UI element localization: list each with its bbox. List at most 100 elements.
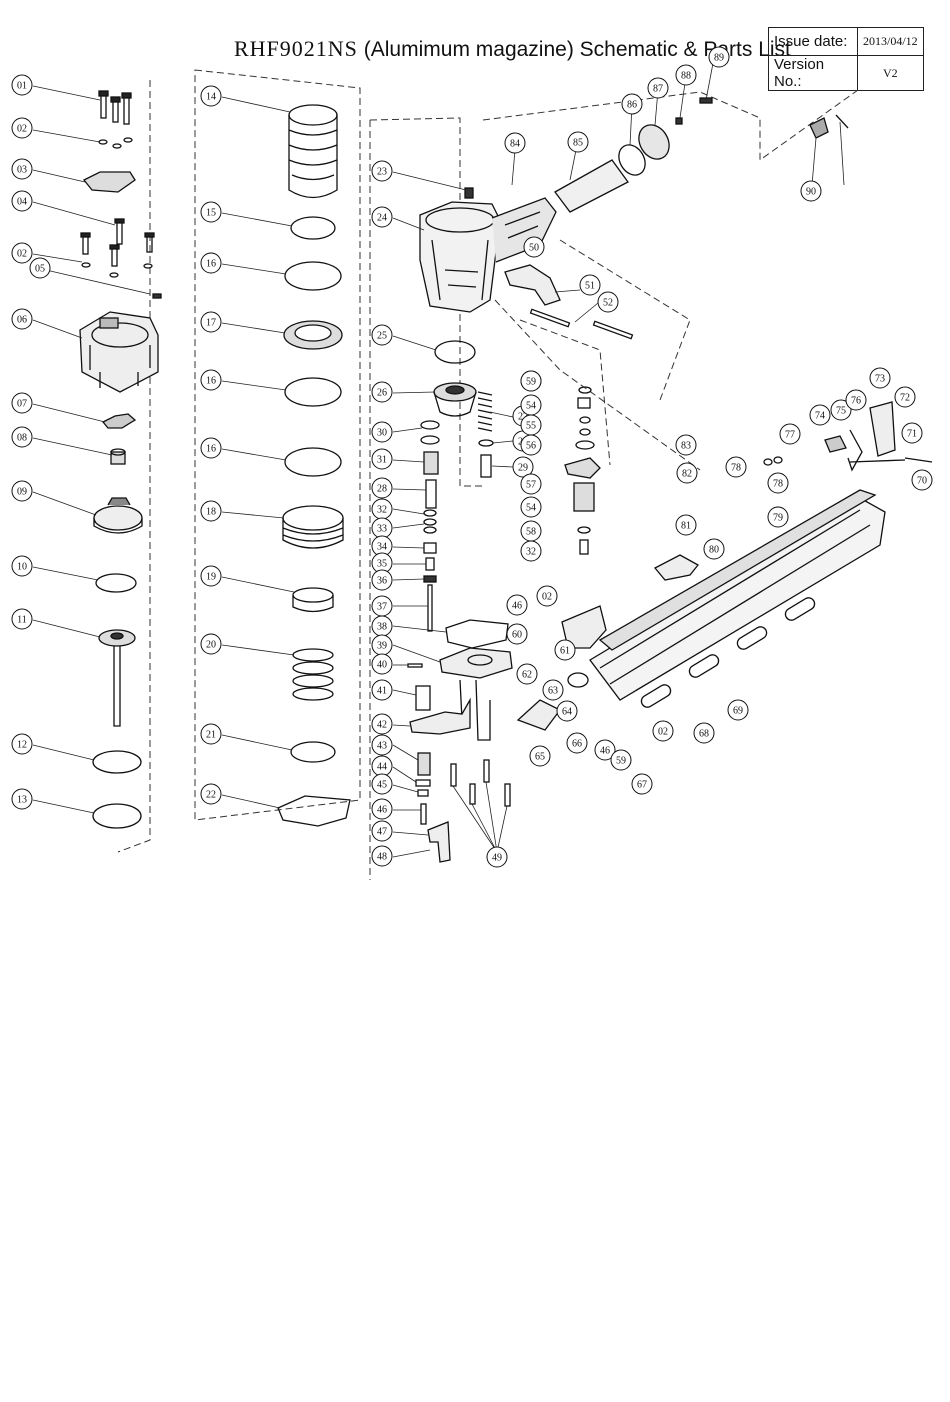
callout-circle [506,594,528,616]
callout-number: 90 [806,187,816,198]
callout-circle [200,500,222,522]
callout-number: 16 [206,259,216,270]
callout-circle [901,422,923,444]
callout-circle [486,846,508,868]
callout-62: 62 [516,663,538,685]
handle-grip-84 [554,159,629,213]
screws-49 [450,759,511,807]
callout-54: 54 [520,394,542,416]
callout-circle [371,713,393,735]
callout-circle [536,585,558,607]
callout-circle [200,633,222,655]
callout-circle [200,311,222,333]
screw-23 [464,187,474,199]
callout-circle [371,160,393,182]
callout-number: 14 [206,92,216,103]
follower-parts-73-77 [763,429,933,472]
callout-85: 85 [567,131,589,153]
callout-07: 07 [11,392,33,414]
callout-21: 21 [200,723,222,745]
callout-57: 57 [520,473,542,495]
seal-36 [423,575,437,583]
callout-circle [523,236,545,258]
callout-03: 03 [11,158,33,180]
callout-number: 75 [836,406,846,417]
callout-circle [621,93,643,115]
callout-circle [894,386,916,408]
callout-42: 42 [371,713,393,735]
column-2-parts [277,104,351,827]
callout-56: 56 [520,434,542,456]
parts-44-47 [415,779,431,825]
o-ring-10 [95,573,137,593]
callout-number: 02 [17,249,27,260]
callout-number: 23 [377,167,387,178]
callout-number: 70 [917,476,927,487]
issue-info-table: Issue date: 2013/04/12 Version No.: V2 [768,27,924,91]
callout-83: 83 [675,434,697,456]
callout-circle [845,389,867,411]
callout-16: 16 [200,369,222,391]
callout-circle [11,733,33,755]
rear-bracket-71 [869,401,896,457]
callout-number: 51 [585,281,595,292]
o-ring-12 [92,750,142,774]
callout-circle [676,462,698,484]
spring-34 [423,542,437,554]
callout-15: 15 [200,201,222,223]
page-title: RHF9021NS (Alumimum magazine) Schematic … [234,36,791,62]
callout-circle [371,798,393,820]
piston-stop-26 [433,382,477,417]
valve-31 [423,451,439,475]
callout-circle [11,555,33,577]
callout-28: 28 [371,477,393,499]
callout-35: 35 [371,552,393,574]
callout-circle [371,845,393,867]
callout-number: 73 [875,374,885,385]
callout-66: 66 [566,732,588,754]
callout-circle [200,252,222,274]
housing-parts [407,187,557,863]
callout-49: 49 [486,846,508,868]
callout-32: 32 [520,540,542,562]
callout-number: 76 [851,396,861,407]
callout-26: 26 [371,381,393,403]
callout-46: 46 [506,594,528,616]
callout-89: 89 [708,46,730,68]
callout-65: 65 [529,745,551,767]
callout-51: 51 [579,274,601,296]
callout-circle [11,426,33,448]
cylinder-ring-18 [282,505,344,549]
callout-circle [371,653,393,675]
callout-number: 89 [714,53,724,64]
callout-44: 44 [371,755,393,777]
callout-43: 43 [371,734,393,756]
callout-circle [542,679,564,701]
screws-01 [98,90,132,125]
callout-circle [11,74,33,96]
contact-48 [427,821,451,863]
bushing-08 [110,448,126,465]
callout-17: 17 [200,311,222,333]
callout-02: 02 [11,117,33,139]
callout-number: 36 [377,576,387,587]
callout-circle [11,117,33,139]
main-housing-24 [419,197,557,313]
callout-circle [371,773,393,795]
callout-circle [767,506,789,528]
callout-number: 13 [17,795,27,806]
callout-number: 54 [526,401,536,412]
callout-circle [520,540,542,562]
callout-number: 77 [785,430,795,441]
callout-82: 82 [676,462,698,484]
callout-number: 25 [377,331,387,342]
callout-04: 04 [11,190,33,212]
callout-number: 16 [206,376,216,387]
callout-number: 16 [206,444,216,455]
callout-circle [371,381,393,403]
callout-number: 86 [627,100,637,111]
callout-circle [200,565,222,587]
callout-circle [11,788,33,810]
trigger-42 [409,697,471,735]
callout-number: 46 [377,805,387,816]
